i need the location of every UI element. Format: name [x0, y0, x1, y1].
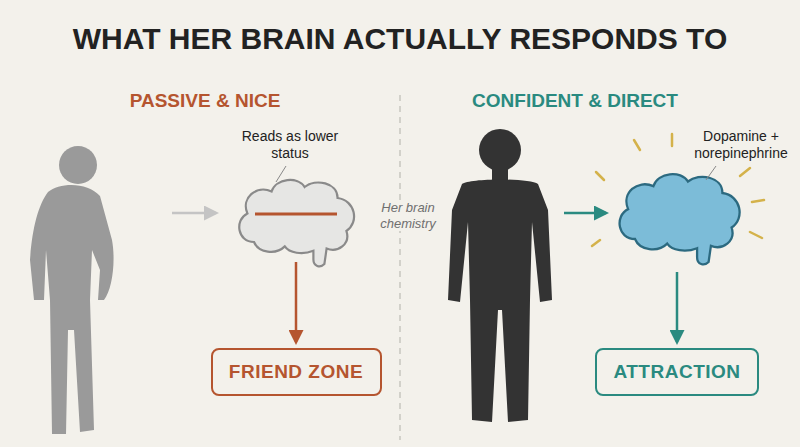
outcome-box: FRIEND ZONE — [211, 348, 382, 396]
leader-line — [706, 166, 716, 180]
confident-person — [448, 129, 552, 422]
arrow — [676, 272, 679, 342]
flat-line — [255, 213, 337, 216]
center-note: Her brain chemistry — [366, 200, 450, 231]
title: WHAT HER BRAIN ACTUALLY RESPONDS TO — [0, 22, 800, 56]
box-label: FRIEND ZONE — [229, 361, 363, 383]
passive-person — [30, 146, 114, 434]
brain-active — [620, 174, 740, 264]
callout-note: Dopamine + norepinephrine — [686, 128, 796, 162]
box-label: ATTRACTION — [613, 361, 740, 383]
leader-line — [276, 166, 286, 182]
column-heading: PASSIVE & NICE — [85, 90, 325, 113]
outcome-box: ATTRACTION — [595, 348, 759, 396]
arrow — [172, 212, 216, 215]
callout-note: Reads as lower status — [240, 128, 340, 162]
column-heading: CONFIDENT & DIRECT — [445, 90, 705, 113]
arrow — [564, 212, 606, 215]
divider — [399, 95, 401, 440]
arrow — [295, 262, 298, 342]
brain-flat — [239, 180, 354, 266]
